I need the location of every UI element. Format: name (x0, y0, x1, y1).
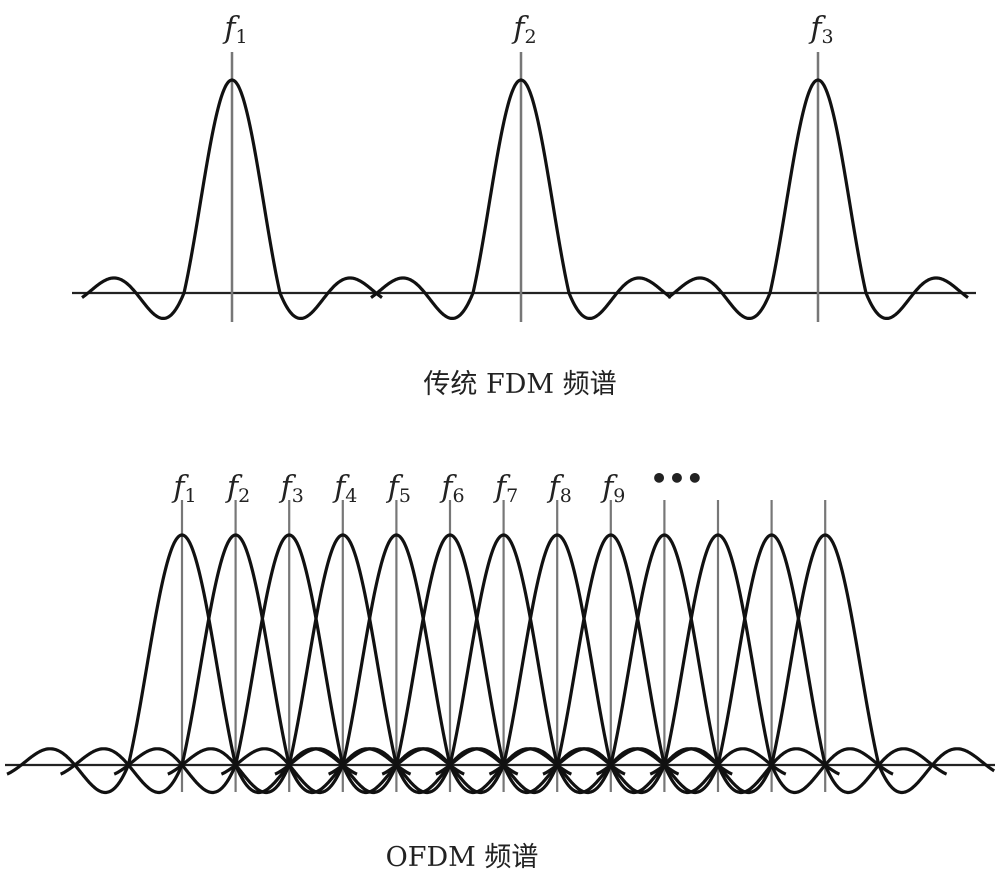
fdm-carrier-label-3: f3 (808, 11, 833, 48)
ofdm-carrier-label-3: f3 (279, 470, 304, 507)
ofdm-carrier-label-6: f6 (439, 470, 464, 507)
ofdm-carrier-curve-4 (167, 533, 519, 795)
ofdm-carrier-curve-12 (596, 533, 948, 795)
ofdm-carrier-curve-11 (542, 533, 894, 795)
ofdm-carrier-label-8: f8 (547, 470, 572, 507)
ofdm-carrier-curve-1 (6, 533, 358, 795)
ofdm-carrier-label-4: f4 (332, 470, 357, 507)
ofdm-carrier-label-2: f2 (225, 470, 250, 507)
ofdm-carrier-label-1: f1 (171, 470, 196, 507)
fdm-carrier-label-1: f1 (222, 11, 247, 48)
ofdm-carrier-curve-6 (274, 533, 626, 795)
fdm-carrier-label-2: f2 (511, 11, 536, 48)
ofdm-spectrum: f1 f2 f3 f4 f5 f6 f7 f8 f9 (5, 470, 996, 795)
ofdm-carrier-curve-8 (381, 533, 733, 795)
ofdm-carrier-label-9: f9 (600, 470, 625, 507)
ofdm-carrier-curve-13 (649, 533, 996, 795)
ofdm-carrier-curve-3 (113, 533, 465, 795)
ofdm-carrier-curve-10 (488, 533, 840, 795)
ofdm-carrier-curve-5 (220, 533, 572, 795)
fdm-caption: 传统 FDM 频谱 (423, 369, 616, 400)
fdm-carrier-curve-1 (81, 78, 383, 320)
ofdm-carrier-curve-2 (60, 533, 412, 795)
ofdm-caption: OFDM 频谱 (386, 842, 539, 873)
ofdm-carrier-curve-7 (328, 533, 680, 795)
fdm-carrier-curve-2 (370, 78, 672, 320)
ofdm-carrier-label-7: f7 (493, 470, 518, 507)
ellipsis: ••• (650, 462, 704, 495)
fdm-spectrum: f1 f2 f3 (72, 11, 976, 322)
fdm-carrier-curve-3 (667, 78, 969, 320)
ofdm-carrier-curve-9 (435, 533, 787, 795)
ofdm-carrier-label-5: f5 (386, 470, 411, 507)
